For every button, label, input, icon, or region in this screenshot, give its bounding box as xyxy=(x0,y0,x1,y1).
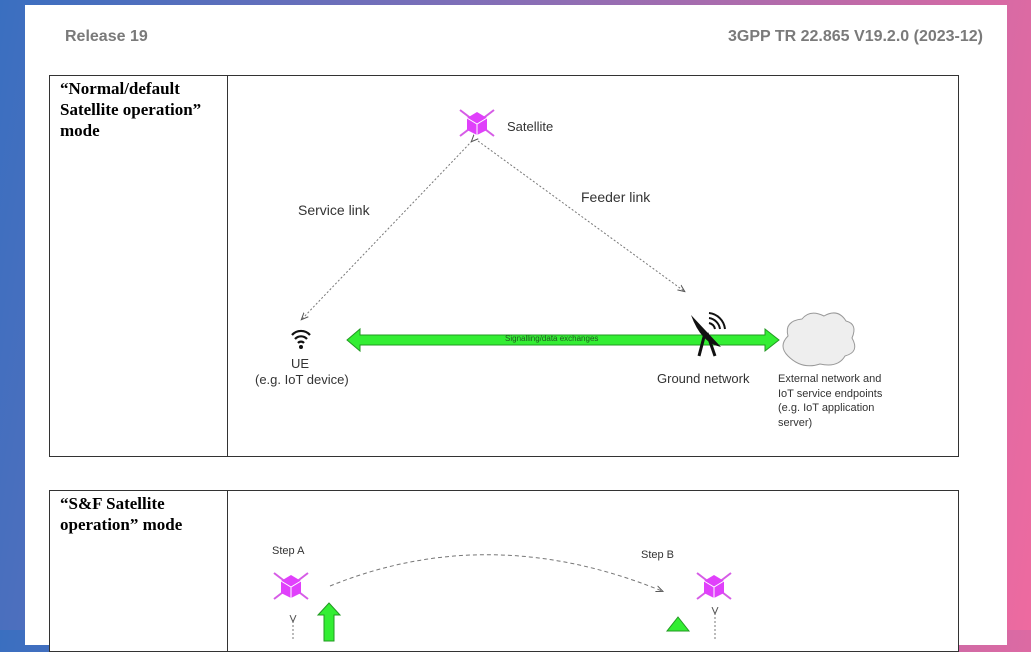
step-a-label: Step A xyxy=(272,545,305,557)
normal-mode-table: “Normal/default Satellite operation” mod… xyxy=(49,75,959,457)
satellite-icon-step-a xyxy=(273,572,309,600)
signalling-arrow xyxy=(346,327,780,353)
feeder-link-label: Feeder link xyxy=(581,189,651,205)
wifi-icon xyxy=(291,329,311,349)
cloud-icon xyxy=(782,312,856,367)
signalling-label: Signalling/data exchanges xyxy=(505,334,599,343)
ground-network-label: Ground network xyxy=(657,371,750,386)
satellite-icon xyxy=(459,109,495,137)
ue-sub-label: (e.g. IoT device) xyxy=(255,372,349,387)
normal-mode-diagram xyxy=(291,109,856,367)
sf-mode-diagram xyxy=(273,554,732,642)
satellite-label: Satellite xyxy=(507,119,554,134)
release-label: Release 19 xyxy=(65,28,148,45)
document-id: 3GPP TR 22.865 V19.2.0 (2023-12) xyxy=(728,28,983,45)
ue-label: UE xyxy=(291,356,310,371)
uplink-arrow-b xyxy=(665,616,691,632)
service-link-label: Service link xyxy=(298,202,370,218)
satellite-dish-icon xyxy=(691,312,726,357)
satellite-icon-step-b xyxy=(696,572,732,600)
step-b-label: Step B xyxy=(641,549,675,561)
sf-mode-table: “S&F Satellite operation” mode Step A St… xyxy=(49,490,959,652)
mode-label: “S&F Satellite operation” mode xyxy=(50,491,228,651)
uplink-arrow xyxy=(316,602,342,642)
external-network-label: External network and IoT service endpoin… xyxy=(778,373,883,429)
mode-label: “Normal/default Satellite operation” mod… xyxy=(50,76,228,456)
